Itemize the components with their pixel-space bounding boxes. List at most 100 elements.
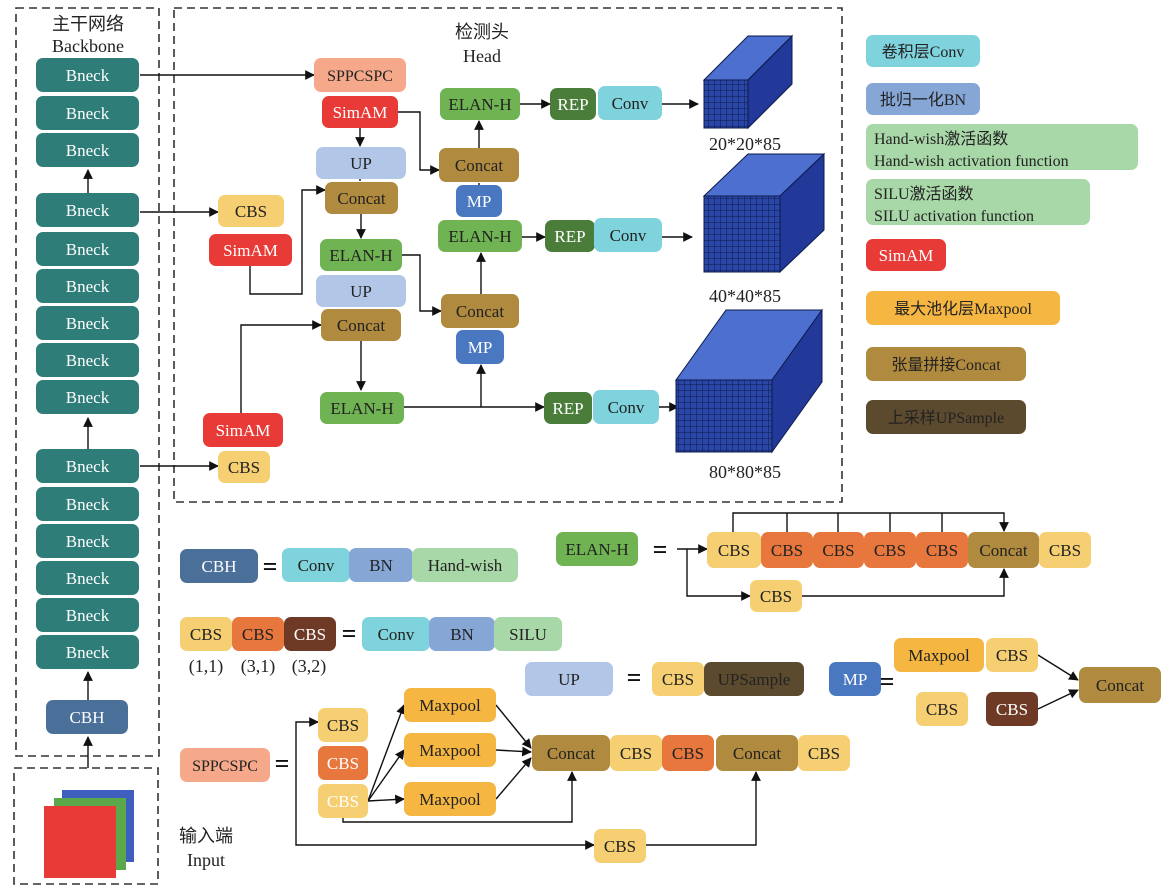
simam-to-concat — [249, 185, 326, 295]
def-elanh-branch: CBS — [750, 580, 802, 612]
bneck-block: Bneck — [36, 524, 139, 558]
input-title-en: Input — [187, 850, 225, 870]
def-elanh-name-label: ELAN-H — [565, 540, 628, 559]
legend-simam-label: SimAM — [879, 246, 934, 265]
elanh-block-1: ELAN-H — [320, 239, 402, 271]
def-cbh-conv: Conv — [282, 548, 350, 582]
def-cbh-handwish: Hand-wish — [412, 548, 518, 582]
concat-block-2: Concat — [321, 309, 401, 341]
def-elanh-chain-3: CBS — [813, 532, 864, 568]
spp-bottom-to-concat2 — [646, 771, 761, 846]
def-mp-concat-label: Concat — [1096, 676, 1144, 695]
bneck-block-label: Bneck — [66, 495, 110, 514]
spp-cbs-to-mp3 — [367, 794, 405, 805]
sppcspc-block-label: SPPCSPC — [327, 68, 393, 85]
def-cbs-bn-label: BN — [450, 625, 474, 644]
spp-mp1-to-concat — [495, 704, 532, 749]
def-spp-concat-2: Concat — [716, 735, 798, 771]
def-spp-concat-1-label: Concat — [547, 744, 595, 763]
cbh-block: CBH — [46, 700, 128, 734]
def-cbs-11-label: CBS — [190, 625, 222, 644]
spp-cbs-to-mp1 — [367, 704, 406, 802]
eq-elanh: = — [653, 535, 668, 564]
legend-conv: 卷积层Conv — [866, 35, 980, 67]
legend-concat: 张量拼接Concat — [866, 347, 1026, 381]
def-mp-cbs-top-label: CBS — [996, 646, 1028, 665]
legend-handwish-line-1: Hand-wish激活函数 — [874, 130, 1008, 148]
bneck-block: Bneck — [36, 635, 139, 669]
conv-block-2: Conv — [594, 218, 662, 252]
rep-block-3: REP — [544, 392, 592, 424]
tensor-20x20 — [702, 34, 794, 130]
bneck-block-label: Bneck — [66, 314, 110, 333]
output-label-40: 40*40*85 — [709, 286, 781, 306]
bneck-block: Bneck — [36, 380, 139, 414]
def-spp-mp-2-label: Maxpool — [419, 741, 481, 760]
def-spp-cbs-c: CBS — [798, 735, 850, 771]
bneck-block: Bneck — [36, 58, 139, 92]
def-cbh-bn-label: BN — [369, 556, 393, 575]
def-elanh-branch-label: CBS — [760, 587, 792, 606]
def-up-upsample: UPSample — [704, 662, 804, 696]
bneck-block-label: Bneck — [66, 457, 110, 476]
legend-conv-label: 卷积层Conv — [882, 43, 965, 61]
def-spp-cbs-3-label: CBS — [327, 792, 359, 811]
head-title-en: Head — [463, 46, 501, 66]
legend-bn: 批归一化BN — [866, 83, 980, 115]
def-mp-maxpool: Maxpool — [894, 638, 984, 672]
def-cbh-name-label: CBH — [202, 557, 237, 576]
def-spp-mp-1: Maxpool — [404, 688, 496, 722]
def-cbs-31-label: CBS — [242, 625, 274, 644]
def-cbs-silu-label: SILU — [509, 625, 547, 644]
def-spp-name: SPPCSPC — [180, 748, 270, 782]
bneck-block-label: Bneck — [66, 240, 110, 259]
bneck-block-label: Bneck — [66, 66, 110, 85]
def-up-upsample-label: UPSample — [718, 670, 791, 689]
mp-block-2-label: MP — [468, 338, 493, 357]
output-tensors — [675, 34, 826, 454]
conv-block-1: Conv — [598, 86, 662, 120]
spp-cbs-to-concat — [342, 771, 577, 823]
def-elanh-chain-2-label: CBS — [771, 541, 803, 560]
elanh-skip — [732, 512, 1009, 532]
concat-block-r2-label: Concat — [456, 302, 504, 321]
legend-bn-label: 批归一化BN — [880, 91, 967, 109]
def-spp-mp-3: Maxpool — [404, 782, 496, 816]
input-title-cn: 输入端 — [179, 826, 233, 846]
def-spp-cbs-3: CBS — [318, 784, 368, 818]
bneck-block-label: Bneck — [66, 351, 110, 370]
def-cbh-handwish-label: Hand-wish — [428, 556, 503, 575]
cbs-param-32: (3,2) — [292, 656, 327, 677]
def-spp-cbs-2-label: CBS — [327, 754, 359, 773]
blocks: BneckBneckBneckBneckBneckBneckBneckBneck… — [36, 35, 1161, 863]
def-mp-name-label: MP — [843, 670, 868, 689]
def-cbh-name: CBH — [180, 549, 258, 583]
rep-block-2-label: REP — [554, 227, 585, 246]
up-block-2-label: UP — [350, 282, 372, 301]
spp-in-1 — [295, 717, 319, 765]
mp-bot-to-concat — [1037, 689, 1079, 710]
def-spp-cbs-2: CBS — [318, 746, 368, 780]
conv-block-1-label: Conv — [612, 94, 649, 113]
eq-up: = — [627, 663, 642, 692]
def-elanh-chain-7-label: CBS — [1049, 541, 1081, 560]
def-spp-cbs-1-label: CBS — [327, 716, 359, 735]
elanh-block-mid: ELAN-H — [438, 220, 522, 252]
mp-block-1-label: MP — [467, 192, 492, 211]
def-cbs-32: CBS — [284, 617, 336, 651]
legend-simam: SimAM — [866, 239, 946, 271]
def-elanh-name: ELAN-H — [556, 532, 638, 566]
def-cbs-bn: BN — [429, 617, 495, 651]
def-spp-cbs-b: CBS — [662, 735, 714, 771]
def-spp-mp-1-label: Maxpool — [419, 696, 481, 715]
rep-block-1: REP — [550, 88, 596, 120]
bneck-block-label: Bneck — [66, 532, 110, 551]
def-elanh-chain-6: Concat — [968, 532, 1039, 568]
def-up-cbs-label: CBS — [662, 670, 694, 689]
def-cbh-conv-label: Conv — [298, 556, 335, 575]
def-spp-cbs-bottom-label: CBS — [604, 837, 636, 856]
output-label-20: 20*20*85 — [709, 134, 781, 154]
bneck-block-label: Bneck — [66, 388, 110, 407]
def-spp-name-label: SPPCSPC — [192, 758, 258, 775]
